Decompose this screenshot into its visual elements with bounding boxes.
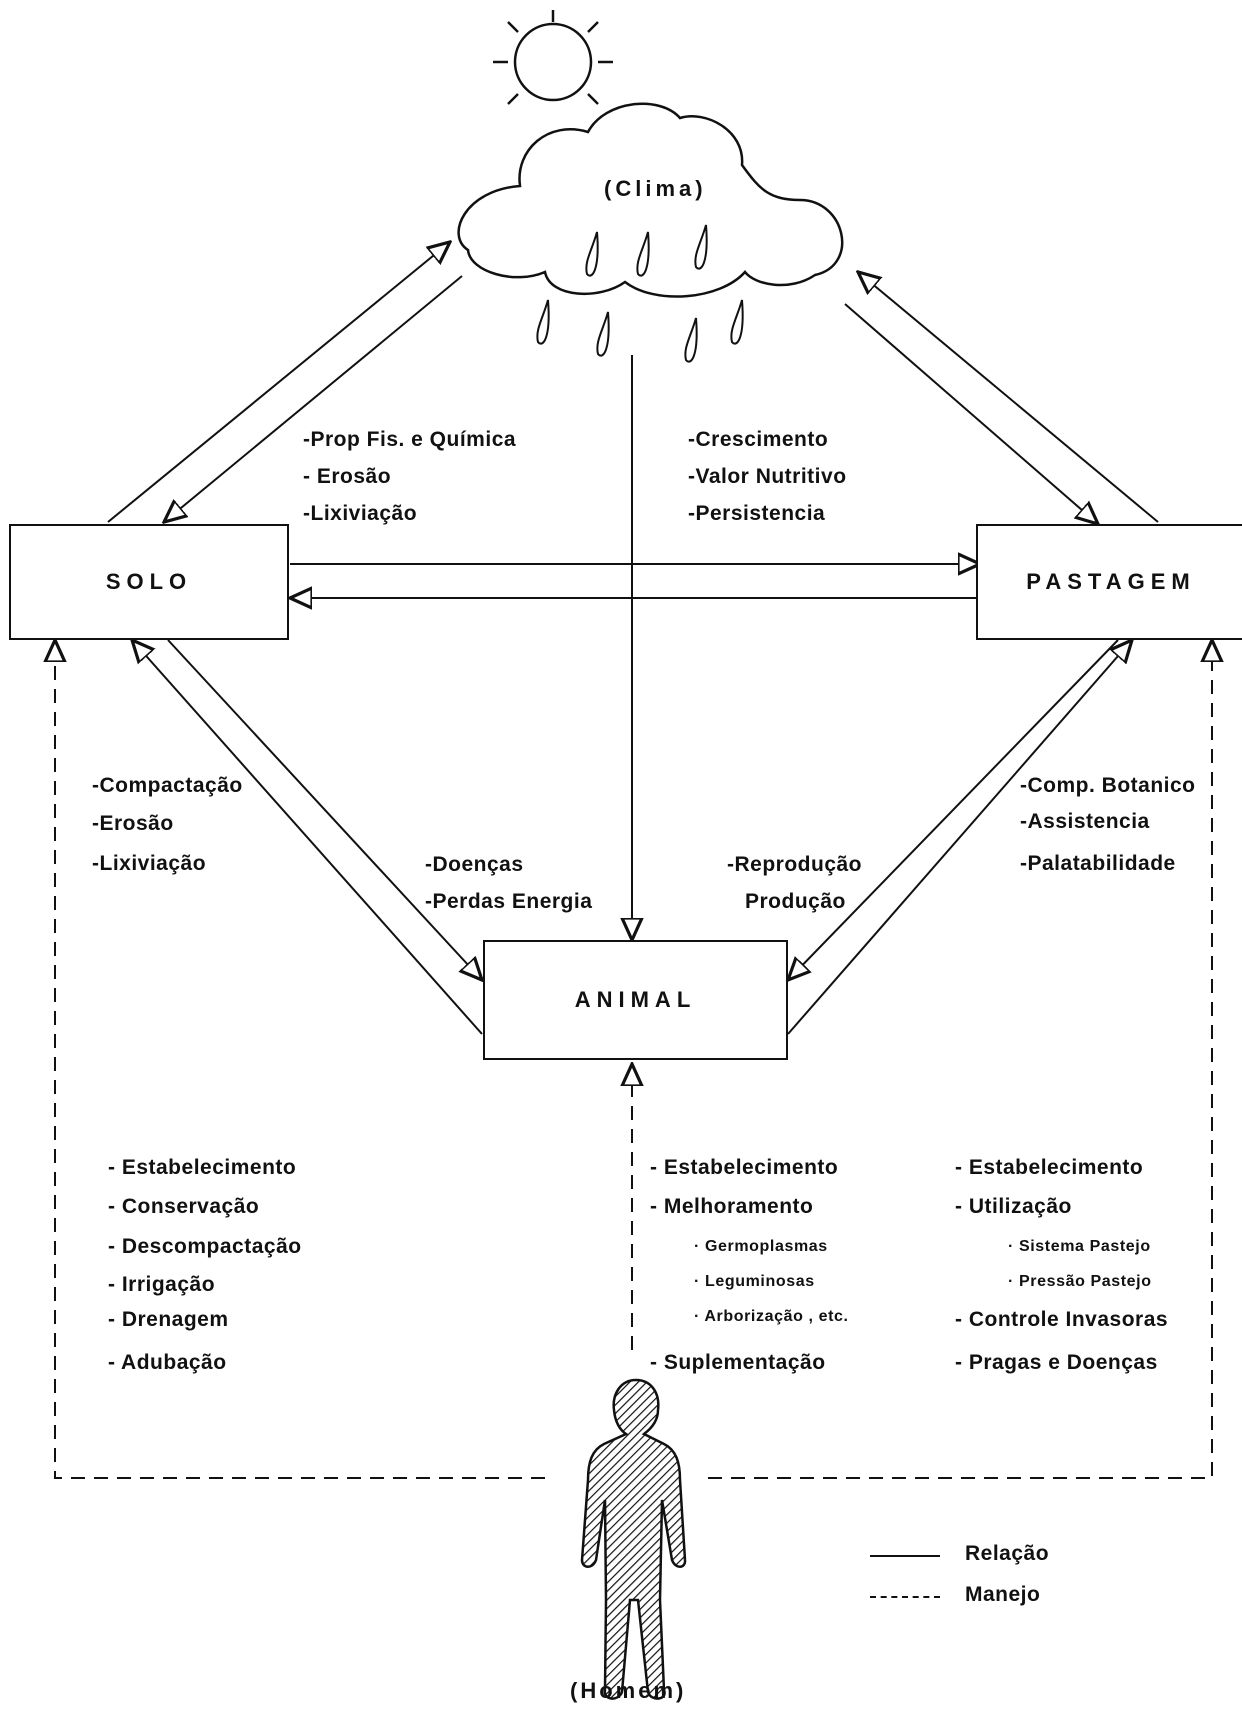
soil-climate-item: -Prop Fis. e Química [303,428,517,451]
human-figure-icon [580,1378,687,1700]
soil-management-item: - Irrigação [108,1273,216,1296]
soil-climate-item: - Erosão [303,465,392,488]
animal-management-subitem: · Arborização , etc. [694,1308,849,1325]
soil-management-item: - Estabelecimento [108,1156,297,1179]
node-animal: ANIMAL [483,940,788,1060]
arrow-pastagem-to-animal [788,639,1119,980]
pasture-animal-right-item: -Comp. Botanico [1020,774,1196,797]
pasture-management-item: - Controle Invasoras [955,1308,1169,1331]
pasture-management-item: - Pragas e Doenças [955,1351,1158,1374]
soil-management-item: - Conservação [108,1195,260,1218]
pasture-animal-right-item: -Palatabilidade [1020,852,1176,875]
rain-drop-icon [536,224,744,363]
pasture-management-subitem: · Pressão Pastejo [1008,1273,1152,1290]
arrow-clima-to-pastagem [844,303,1098,524]
pasture-climate-item: -Crescimento [688,428,829,451]
soil-animal-inner-item: -Perdas Energia [425,890,593,913]
arrow-animal-to-pastagem [787,640,1132,1035]
animal-management-item: - Melhoramento [650,1195,814,1218]
pasture-animal-right-item: -Assistencia [1020,810,1150,833]
pasture-animal-inner-item: -Reprodução [727,853,863,876]
arrow-solo-to-clima [107,242,450,523]
soil-management-item: - Adubação [108,1351,227,1374]
pasture-climate-item: -Persistencia [688,502,826,525]
legend-solid-line [870,1555,940,1557]
soil-animal-left-item: -Lixiviação [92,852,207,875]
legend-dashed-label: Manejo [965,1583,1041,1606]
animal-management-subitem: · Leguminosas [694,1273,815,1290]
arrow-solo-to-animal [167,639,482,980]
node-homem-label: (Homem) [570,1678,687,1703]
legend-dashed-line [870,1596,940,1598]
arrow-animal-to-solo [132,640,483,1035]
node-pastagem-label: PASTAGEM [1026,569,1196,594]
pasture-management-item: - Utilização [955,1195,1072,1218]
animal-management-subitem: · Germoplasmas [694,1238,828,1255]
pasture-management-item: - Estabelecimento [955,1156,1144,1179]
animal-management-item: - Suplementação [650,1351,826,1374]
arrow-pastagem-to-clima [858,272,1159,523]
legend-solid-label: Relação [965,1542,1050,1565]
pasture-climate-item: -Valor Nutritivo [688,465,847,488]
pasture-management-subitem: · Sistema Pastejo [1008,1238,1151,1255]
animal-management-item: - Estabelecimento [650,1156,839,1179]
soil-animal-left-item: -Compactação [92,774,243,797]
node-solo-label: SOLO [105,569,193,594]
soil-animal-left-item: -Erosão [92,812,174,835]
soil-management-item: - Descompactação [108,1235,302,1258]
soil-management-item: - Drenagem [108,1308,229,1331]
node-clima-label: (Clima) [604,176,707,201]
sun-icon [493,10,613,105]
pasture-animal-inner-item: Produção [745,890,846,913]
cloud-icon [457,102,844,298]
soil-animal-inner-item: -Doenças [425,853,524,876]
node-pastagem: PASTAGEM [976,524,1242,640]
arrow-clima-to-solo [164,275,463,522]
management-lines [54,650,1213,1479]
node-animal-label: ANIMAL [574,987,697,1012]
soil-climate-item: -Lixiviação [303,502,418,525]
node-solo: SOLO [9,524,289,640]
